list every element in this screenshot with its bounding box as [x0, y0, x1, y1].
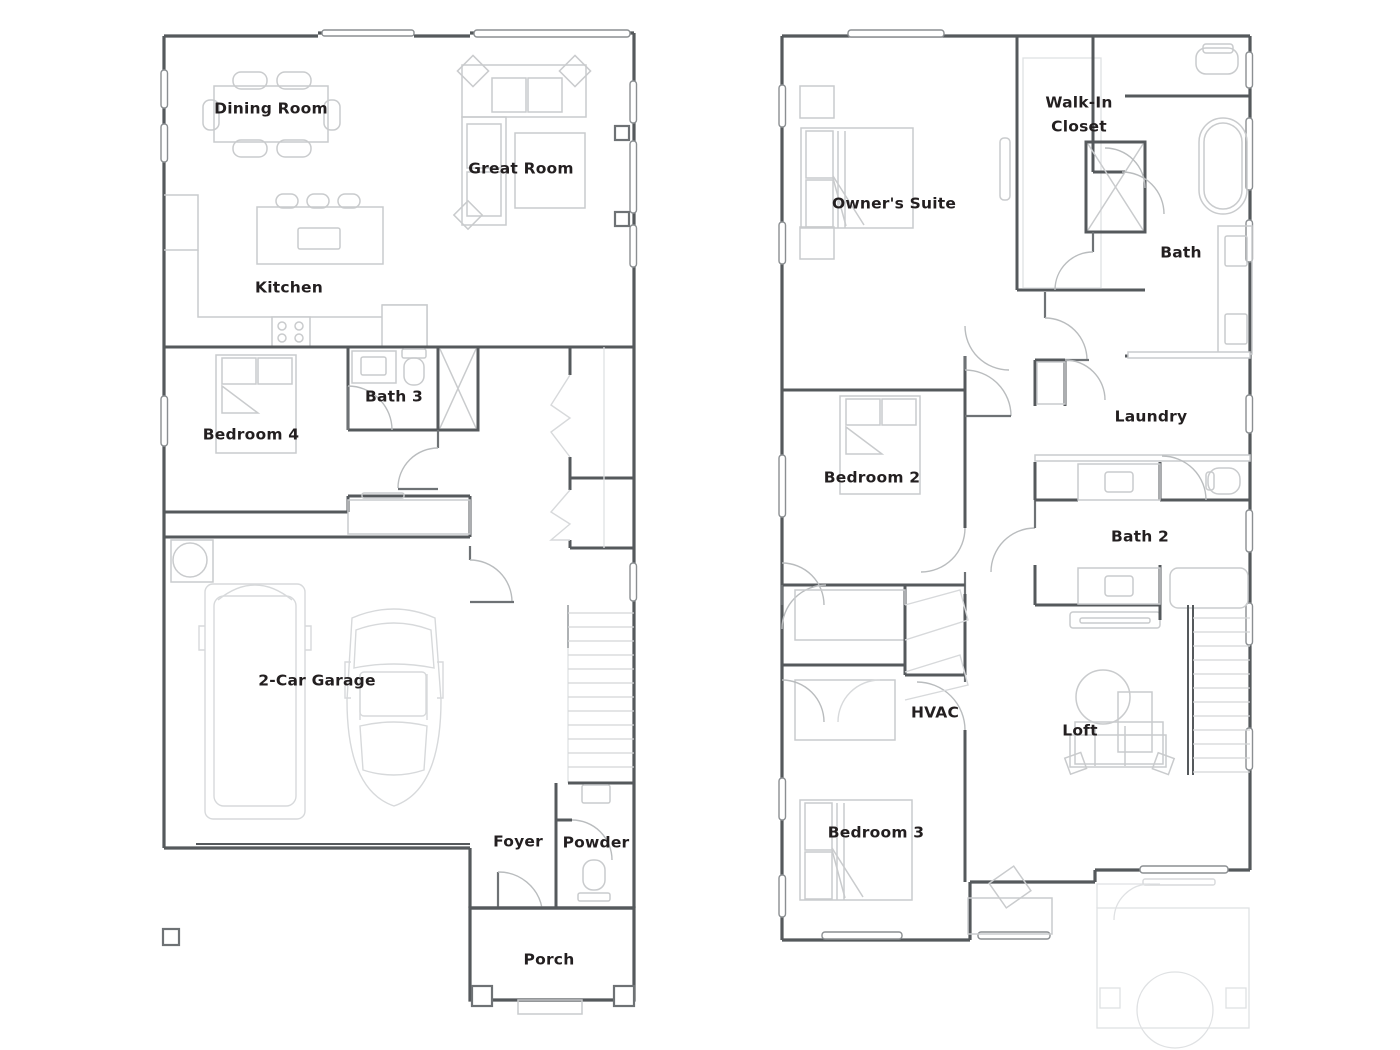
owners-bath-fixtures — [1125, 43, 1253, 359]
first-floor-stair-hall — [549, 345, 634, 785]
label-dining-room: Dining Room — [214, 100, 328, 118]
loft-and-stairs — [1063, 605, 1250, 776]
kitchen-counters — [164, 194, 428, 348]
label-bath-2: Bath 2 — [1111, 528, 1169, 546]
stair-treads-second-floor — [1193, 617, 1250, 773]
bedroom-2-furniture — [780, 388, 965, 641]
garage-entry-door — [468, 546, 514, 604]
label-owners-suite: Owner's Suite — [832, 195, 956, 213]
stair-treads — [568, 612, 634, 768]
first-floor-plan: Dining Room Great Room Kitchen Bath 3 Be… — [160, 29, 638, 1015]
front-porch — [468, 906, 636, 1015]
walk-in-closet — [1022, 36, 1165, 291]
label-bath-3: Bath 3 — [365, 388, 423, 406]
great-room-furniture — [452, 54, 592, 231]
scale-square-marker — [161, 927, 181, 947]
dining-room-furniture — [202, 71, 341, 158]
label-bedroom-3: Bedroom 3 — [828, 824, 925, 842]
label-2-car-garage: 2-Car Garage — [258, 672, 375, 690]
label-porch: Porch — [524, 951, 575, 969]
second-floor-hall — [916, 325, 1037, 882]
label-powder: Powder — [563, 834, 630, 852]
bedroom-4-door — [397, 430, 440, 491]
lower-loft-seating — [967, 865, 1053, 935]
label-kitchen: Kitchen — [255, 279, 323, 297]
front-door — [496, 871, 543, 909]
first-floor-windows — [160, 29, 638, 602]
bedroom-4-furniture — [215, 354, 297, 454]
kitchen-island — [256, 193, 384, 265]
label-loft: Loft — [1062, 722, 1098, 740]
label-bedroom-2: Bedroom 2 — [824, 469, 921, 487]
powder-room — [554, 783, 613, 908]
owners-suite-furniture — [799, 85, 914, 260]
label-bedroom-4: Bedroom 4 — [203, 426, 300, 444]
bath-2-fixtures — [1033, 455, 1250, 629]
first-floor-room-labels: Dining Room Great Room Kitchen Bath 3 Be… — [203, 100, 630, 969]
second-floor-room-labels: Owner's Suite Walk-In Closet Bath Laundr… — [824, 94, 1202, 842]
bedroom-3-furniture — [781, 679, 913, 901]
porch-roof-outline-below — [1096, 878, 1250, 1049]
second-floor-plan: Owner's Suite Walk-In Closet Bath Laundr… — [778, 29, 1254, 1049]
label-laundry: Laundry — [1115, 408, 1188, 426]
label-bath: Bath — [1160, 244, 1202, 262]
label-walk-in-closet-line1: Walk-In — [1045, 94, 1112, 112]
label-foyer: Foyer — [493, 833, 543, 851]
garage-contents — [170, 539, 444, 820]
label-great-room: Great Room — [468, 160, 574, 178]
hvac-closet — [782, 589, 969, 701]
label-walk-in-closet-line2: Closet — [1051, 118, 1107, 136]
bath-3-fixtures — [346, 345, 480, 432]
laundry-room — [1033, 358, 1251, 462]
label-hvac: HVAC — [911, 704, 959, 722]
owners-suite-door — [1043, 292, 1089, 362]
